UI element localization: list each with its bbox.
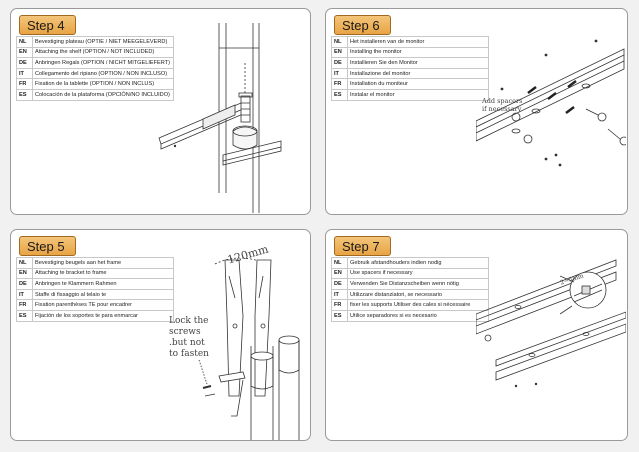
- step-5-note-line: Lock the: [169, 316, 209, 326]
- step-6-note: Add spacers if necessary: [482, 97, 523, 113]
- spacer-illustration: [476, 259, 626, 388]
- step-4-title: Step 4: [19, 15, 76, 35]
- monitor-install-illustration: [476, 39, 626, 167]
- step-5-note-line: .but not: [169, 338, 205, 348]
- step-6-title: Step 6: [334, 15, 391, 35]
- step-5-note-line: to fasten: [169, 349, 209, 359]
- step-5-title: Step 5: [19, 236, 76, 256]
- step-7-title: Step 7: [334, 236, 391, 256]
- step-5-note-line: screws: [169, 327, 201, 337]
- bracket-frame-illustration: [204, 257, 300, 440]
- shelf-attachment-illustration: [158, 23, 282, 213]
- screw-pointer-illustration: [198, 359, 212, 389]
- step-5-note: Lock the screws .but not to fasten: [169, 316, 209, 360]
